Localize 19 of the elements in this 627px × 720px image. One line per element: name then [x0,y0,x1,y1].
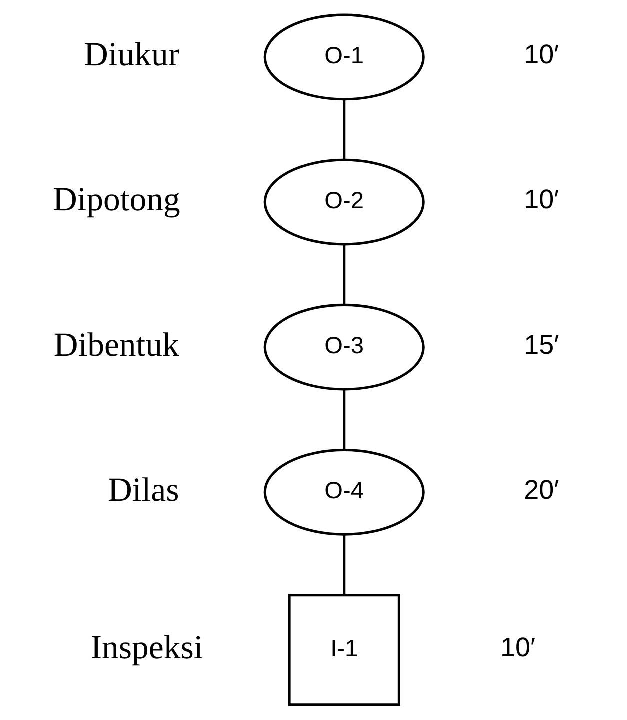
connector [342,390,346,450]
node-ellipse: O-2 [263,158,424,246]
connector [342,534,346,595]
node-label: Inspeksi [90,630,203,667]
connector [342,244,346,305]
node-ellipse: O-1 [263,14,424,101]
node-label: Diukur [84,36,180,74]
node-label: 10′ [524,184,559,215]
node-label: 20′ [524,474,559,505]
connector [342,100,346,160]
node-label: 15′ [524,330,559,360]
node-box: I-1 [288,594,400,706]
node-label: 10′ [524,40,559,70]
node-ellipse: O-4 [263,448,424,536]
node-label: Dibentuk [53,326,179,364]
node-label: Dipotong [52,182,180,219]
node-ellipse: O-3 [263,304,424,391]
node-label: 10′ [500,632,536,663]
node-label: Dilas [108,472,179,509]
